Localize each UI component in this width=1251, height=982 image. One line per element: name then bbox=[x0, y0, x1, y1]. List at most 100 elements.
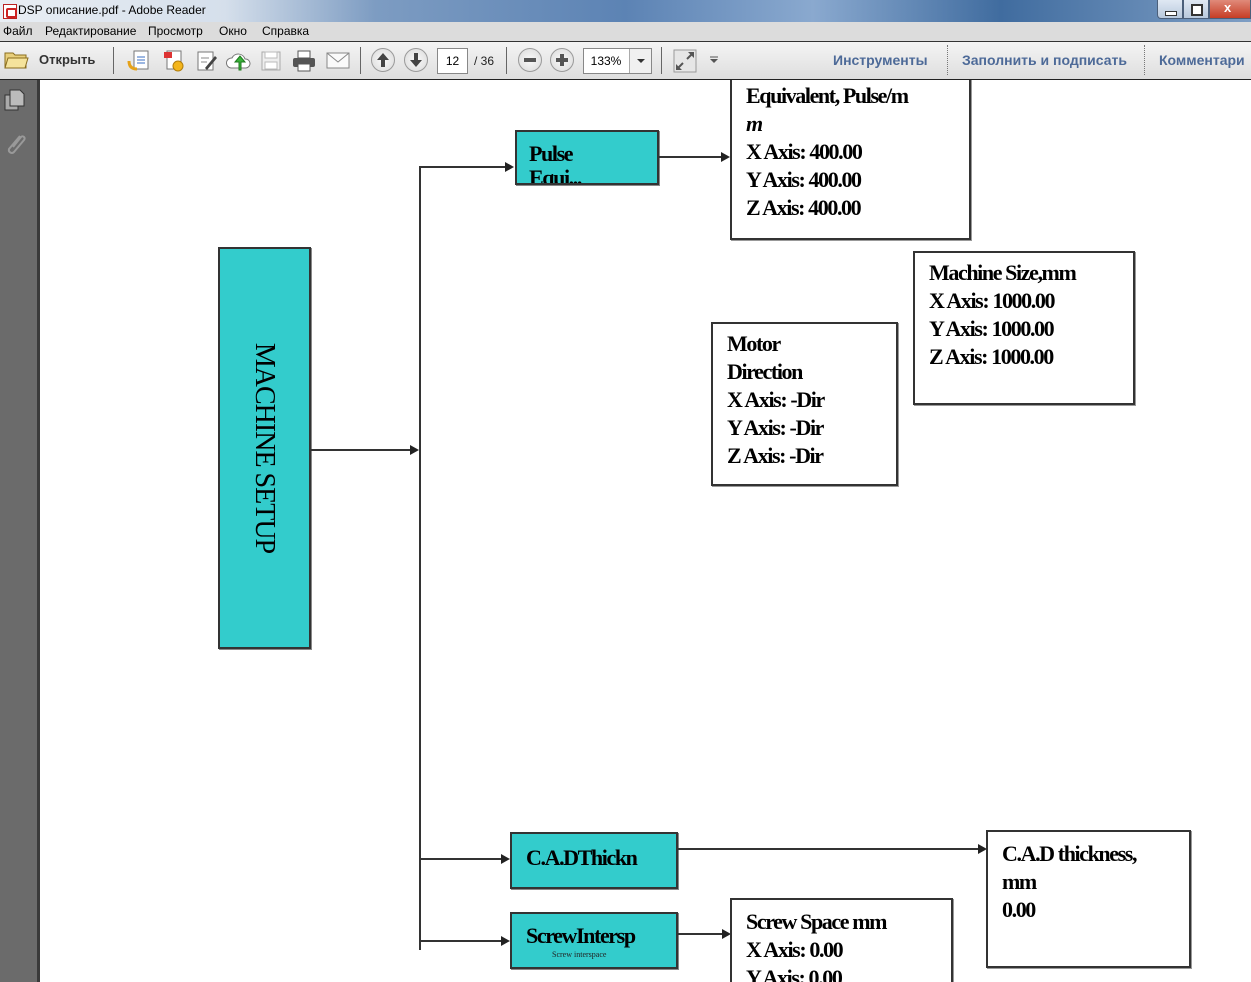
prev-page-button[interactable] bbox=[371, 48, 395, 72]
email-icon[interactable] bbox=[325, 51, 351, 71]
save-icon[interactable] bbox=[260, 49, 282, 73]
machine-size-line: Z Axis: 1000.00 bbox=[929, 344, 1054, 369]
create-pdf-icon[interactable] bbox=[127, 49, 151, 73]
pulse-box-line: Y Axis: 400.00 bbox=[746, 167, 862, 192]
chevron-down-icon[interactable] bbox=[629, 49, 651, 73]
toolbar: Открыть 12 / 36 bbox=[0, 42, 1251, 80]
zoom-select[interactable]: 133% bbox=[583, 48, 652, 74]
arrow-head bbox=[501, 854, 510, 864]
cad-box-line: 0.00 bbox=[1002, 897, 1036, 922]
print-icon[interactable] bbox=[291, 49, 317, 73]
pulse-equivalent-box: Equivalent, Pulse/m m X Axis: 400.00 Y A… bbox=[730, 80, 971, 240]
next-page-icon bbox=[410, 53, 422, 67]
machine-size-line: Y Axis: 1000.00 bbox=[929, 316, 1055, 341]
restore-button[interactable] bbox=[1183, 0, 1209, 19]
machine-setup-node: MACHINE SETUP bbox=[218, 247, 311, 649]
document-page: MACHINE SETUP Pulse Equi... Equivalent, … bbox=[40, 80, 1251, 982]
connector-line bbox=[678, 848, 978, 850]
comment-link[interactable]: Комментари bbox=[1159, 52, 1245, 68]
screw-node-label: ScrewIntersp bbox=[526, 923, 636, 948]
toolbar-separator bbox=[661, 47, 662, 74]
connector-line bbox=[419, 858, 503, 860]
pulse-node: Pulse Equi... bbox=[515, 130, 659, 185]
screw-interspace-node: ScrewIntersp Screw interspace bbox=[510, 912, 678, 969]
pulse-box-line: Z Axis: 400.00 bbox=[746, 195, 862, 220]
pulse-node-sublabel: Equi... bbox=[529, 165, 582, 185]
screw-box-line: Screw Space mm bbox=[746, 909, 887, 934]
more-tools-icon[interactable] bbox=[708, 55, 720, 65]
menu-window[interactable]: Окно bbox=[219, 24, 247, 38]
arrow-head bbox=[978, 844, 987, 854]
zoom-in-button[interactable] bbox=[550, 48, 574, 72]
menu-bar: Файл Редактирование Просмотр Окно Справк… bbox=[0, 22, 1251, 42]
cad-node-label: C.A.DThickn bbox=[526, 845, 638, 870]
minimize-button[interactable] bbox=[1157, 0, 1183, 19]
zoom-out-icon bbox=[524, 58, 536, 62]
title-bar: DSP описание.pdf - Adobe Reader x bbox=[0, 0, 1251, 22]
pulse-node-label: Pulse bbox=[529, 141, 574, 166]
connector-line bbox=[310, 449, 412, 451]
page-number-input[interactable]: 12 bbox=[437, 48, 468, 74]
attachment-icon[interactable] bbox=[4, 132, 26, 158]
open-folder-icon bbox=[4, 52, 29, 69]
motor-direction-box: Motor Direction X Axis: -Dir Y Axis: -Di… bbox=[711, 322, 898, 486]
next-page-button[interactable] bbox=[404, 48, 428, 72]
machine-size-line: X Axis: 1000.00 bbox=[929, 288, 1055, 313]
arrow-head bbox=[501, 936, 510, 946]
screw-box-line: Y Axis: 0.00 bbox=[746, 965, 843, 982]
page-total: / 36 bbox=[474, 54, 495, 68]
connector-line bbox=[659, 156, 721, 158]
motor-direction-line: Z Axis: -Dir bbox=[727, 443, 824, 468]
arrow-head bbox=[410, 445, 419, 455]
panel-divider[interactable] bbox=[37, 80, 40, 982]
sign-edit-icon[interactable] bbox=[195, 49, 219, 73]
export-pdf-icon[interactable] bbox=[161, 49, 185, 73]
adobe-reader-icon bbox=[3, 4, 17, 19]
menu-view[interactable]: Просмотр bbox=[148, 24, 203, 38]
motor-direction-line: Motor bbox=[727, 331, 781, 356]
window-title: DSP описание.pdf - Adobe Reader bbox=[18, 3, 206, 17]
pulse-box-line: Equivalent, Pulse/m bbox=[746, 83, 909, 108]
cad-thickness-box: C.A.D thickness, mm 0.00 bbox=[986, 830, 1191, 968]
pages-icon[interactable] bbox=[4, 88, 26, 112]
fill-sign-link[interactable]: Заполнить и подписать bbox=[962, 52, 1127, 68]
cad-thickness-node: C.A.DThickn bbox=[510, 832, 678, 889]
fit-page-icon[interactable] bbox=[673, 49, 697, 73]
zoom-out-button[interactable] bbox=[518, 48, 542, 72]
navigation-panel bbox=[0, 80, 37, 982]
toolbar-separator bbox=[360, 47, 361, 74]
machine-setup-label: MACHINE SETUP bbox=[249, 342, 280, 554]
zoom-value: 133% bbox=[590, 54, 622, 68]
toolbar-separator bbox=[947, 45, 948, 75]
cad-box-line: C.A.D thickness, bbox=[1002, 841, 1137, 866]
connector-line bbox=[419, 166, 507, 168]
screw-node-sublabel: Screw interspace bbox=[552, 950, 607, 959]
tools-link[interactable]: Инструменты bbox=[833, 52, 928, 68]
trunk-line bbox=[419, 166, 421, 950]
close-icon: x bbox=[1224, 0, 1232, 15]
connector-line bbox=[678, 933, 722, 935]
menu-file[interactable]: Файл bbox=[3, 24, 33, 38]
motor-direction-line: X Axis: -Dir bbox=[727, 387, 825, 412]
prev-page-icon bbox=[377, 53, 389, 67]
toolbar-separator bbox=[1144, 45, 1145, 75]
arrow-head bbox=[505, 162, 514, 172]
arrow-head bbox=[721, 152, 730, 162]
connector-line bbox=[419, 940, 503, 942]
menu-edit[interactable]: Редактирование bbox=[45, 24, 137, 38]
motor-direction-line: Y Axis: -Dir bbox=[727, 415, 824, 440]
toolbar-separator bbox=[113, 47, 114, 74]
toolbar-separator bbox=[506, 47, 507, 74]
pulse-box-line: X Axis: 400.00 bbox=[746, 139, 863, 164]
cloud-upload-icon[interactable] bbox=[226, 49, 252, 73]
screw-space-box: Screw Space mm X Axis: 0.00 Y Axis: 0.00 bbox=[730, 898, 953, 982]
machine-size-line: Machine Size,mm bbox=[929, 260, 1077, 285]
cad-box-line: mm bbox=[1002, 869, 1037, 894]
close-button[interactable]: x bbox=[1209, 0, 1251, 19]
menu-help[interactable]: Справка bbox=[262, 24, 310, 38]
open-label: Открыть bbox=[39, 52, 96, 67]
motor-direction-line: Direction bbox=[727, 359, 803, 384]
screw-box-line: X Axis: 0.00 bbox=[746, 937, 844, 962]
zoom-in-icon bbox=[556, 54, 568, 66]
pulse-box-line: m bbox=[746, 111, 763, 136]
